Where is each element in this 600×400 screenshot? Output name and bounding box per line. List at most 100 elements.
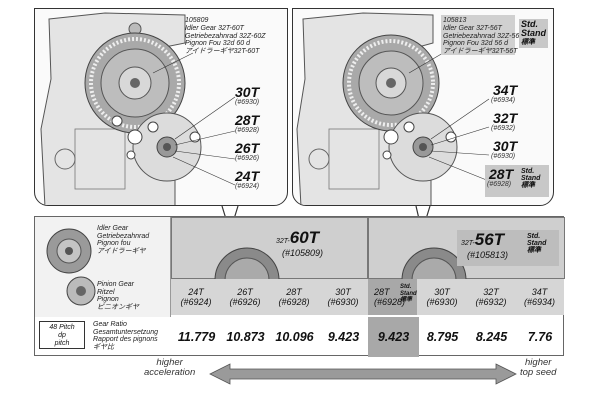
pinion-part-label: (#6924) <box>235 183 260 190</box>
pinion-part-label: (#6926) <box>235 155 260 162</box>
std-label: 標準 <box>527 247 541 254</box>
top-speed-label: higher top seed <box>520 358 556 378</box>
pinion-label: Pinion Gear Ritzel Pignon ピニオンギヤ <box>97 281 139 311</box>
pinion-teeth-label: 30T <box>235 84 260 100</box>
idler-label-en: Idler Gear <box>97 225 129 232</box>
pinion-label-en: Pinion Gear <box>97 281 134 288</box>
idler-std-highlight <box>441 15 515 55</box>
std-label: Stand <box>527 240 547 247</box>
idler-label-de: Getriebezahnrad <box>97 232 150 240</box>
pinion-teeth-label: 30T <box>493 138 518 154</box>
gear-set-illustration <box>46 228 96 306</box>
ratio-label-en: Gear Ratio <box>93 321 127 328</box>
pinion-cell: 24T(#6924) <box>171 279 222 315</box>
pinion-std-badge: Std. Stand 標準 <box>398 283 419 305</box>
pinion-teeth-label: 28T <box>489 166 514 182</box>
right-gearbox-illustration <box>296 12 490 205</box>
idler-part-number: 105809 <box>185 17 209 24</box>
gear-ratio-value: 11.779 <box>177 330 216 344</box>
pinion-teeth: 30T <box>434 287 450 297</box>
pinion-part-label: (#6930) <box>235 99 260 106</box>
spur-gear-icon <box>401 247 467 280</box>
pinion-part-label: (#6934) <box>491 97 516 104</box>
pinion-part-label: (#6928) <box>235 127 260 134</box>
pinion-part: (#6924) <box>180 297 212 307</box>
pinion-teeth-label: 24T <box>235 168 260 184</box>
pinion-teeth-label: 34T <box>493 82 518 98</box>
idler-desc-fr: Pignon Fou 32d 60 d <box>185 40 250 47</box>
pinion-cell-std: 28T(#6928) Std. Stand 標準 <box>368 279 419 315</box>
pinion-std-badge: Std. Stand 標準 <box>519 167 542 190</box>
pinion-part-label: (#6930) <box>491 153 516 160</box>
ratio-label-de: Gesamtuntersetzung <box>93 328 158 336</box>
spur-prefix: 32T- <box>461 240 475 247</box>
pinion-teeth: 34T <box>531 287 548 297</box>
spur-std-highlight <box>457 230 559 266</box>
pinion-part: (#6926) <box>229 297 261 307</box>
pinion-cell: 30T(#6930) <box>318 279 369 315</box>
pinion-teeth: 24T <box>188 287 204 297</box>
pinion-teeth: 28T <box>374 287 390 297</box>
spur-std-badge: Std. Stand 標準 <box>525 232 548 255</box>
pinion-label-de: Ritzel <box>97 288 115 296</box>
pinion-part: (#6934) <box>523 297 556 307</box>
pinion-part: (#6928) <box>278 297 310 307</box>
left-gearbox-illustration <box>40 12 236 205</box>
spur-teeth: 56T <box>474 230 505 249</box>
std-badge: Std. Stand 標準 <box>519 19 549 48</box>
gear-ratio-value: 8.245 <box>475 330 508 344</box>
pinion-cell: 28T(#6928) <box>269 279 320 315</box>
gear-ratio-value-std: 9.423 <box>368 317 419 357</box>
ratio-label: Gear Ratio Gesamtuntersetzung Rapport de… <box>93 321 158 351</box>
ratio-label-fr: Rapport des pignons <box>93 336 158 343</box>
label-column: Idler Gear Getriebezahnrad Pignon fou アイ… <box>35 217 171 317</box>
gear-ratio-value: 9.423 <box>327 330 360 344</box>
idler-desc-en: Idler Gear 32T-60T <box>185 25 244 32</box>
spur-teeth: 60T <box>289 228 320 247</box>
pinion-teeth-label: 32T <box>493 110 518 126</box>
idler-desc-de: Getriebezahnrad 32Z-60Z <box>185 32 266 40</box>
spur-header-right: 32T-56T (#105813) Std. Stand 標準 <box>368 217 565 280</box>
ratio-label-ja: ギヤ比 <box>93 343 114 351</box>
pinion-part: (#6932) <box>475 297 507 307</box>
std-label: Std. <box>400 284 412 290</box>
std-label: Stand <box>521 28 547 38</box>
gear-ratio-value: 8.795 <box>426 330 459 344</box>
pitch-box: 48 Pitch dp pitch <box>39 321 85 349</box>
spur-header-left: 32T-60T (#105809) <box>171 217 368 280</box>
pinion-part-label: (#6928) <box>487 181 512 188</box>
pinion-teeth: 28T <box>286 287 302 297</box>
gear-ratio-value: 7.76 <box>527 330 553 344</box>
idler-label-fr: Pignon fou <box>97 240 131 247</box>
gear-ratio-value: 10.873 <box>226 330 265 344</box>
pinion-part: (#6928) <box>374 297 406 307</box>
arrow-label-line: higher <box>156 357 183 368</box>
pinion-part: (#6930) <box>426 297 458 307</box>
acceleration-label: higher acceleration <box>144 358 195 378</box>
left-gear-diagram: 105809 Idler Gear 32T-60T Getriebezahnra… <box>34 8 288 206</box>
idler-label-ja: アイドラーギヤ <box>97 247 146 255</box>
std-label: Std. <box>521 19 538 29</box>
spur-prefix: 32T- <box>276 238 290 245</box>
idler-desc-de: Getriebezahnrad 32Z-56Z <box>443 32 524 40</box>
pinion-cell: 30T(#6930) <box>417 279 468 315</box>
idler-desc-en: Idler Gear 32T-56T <box>443 25 502 32</box>
gear-ratio-table: Idler Gear Getriebezahnrad Pignon fou アイ… <box>34 216 565 357</box>
pinion-cell: 34T(#6934) <box>515 279 565 315</box>
pinion-cell: 26T(#6926) <box>220 279 271 315</box>
spur-part: (#105813) <box>467 250 509 260</box>
std-label: Std. <box>521 168 535 175</box>
std-label: 標準 <box>400 297 413 303</box>
pinion-label-ja: ピニオンギヤ <box>97 303 139 311</box>
arrow-label-line: higher <box>525 357 552 368</box>
std-label: Stand <box>400 290 417 297</box>
arrow-label-line: top seed <box>520 367 557 378</box>
pitch-label: 48 Pitch <box>49 324 75 331</box>
std-label: Std. <box>527 233 541 240</box>
pinion-teeth-label: 26T <box>235 140 260 156</box>
idler-desc-ja: アイドラーギヤ32T-56T <box>443 47 518 55</box>
gear-ratio-value: 10.096 <box>275 330 314 344</box>
pinion-label-fr: Pignon <box>97 296 119 303</box>
std-label: 標準 <box>521 182 535 189</box>
pinion-teeth-label: 28T <box>235 112 260 128</box>
